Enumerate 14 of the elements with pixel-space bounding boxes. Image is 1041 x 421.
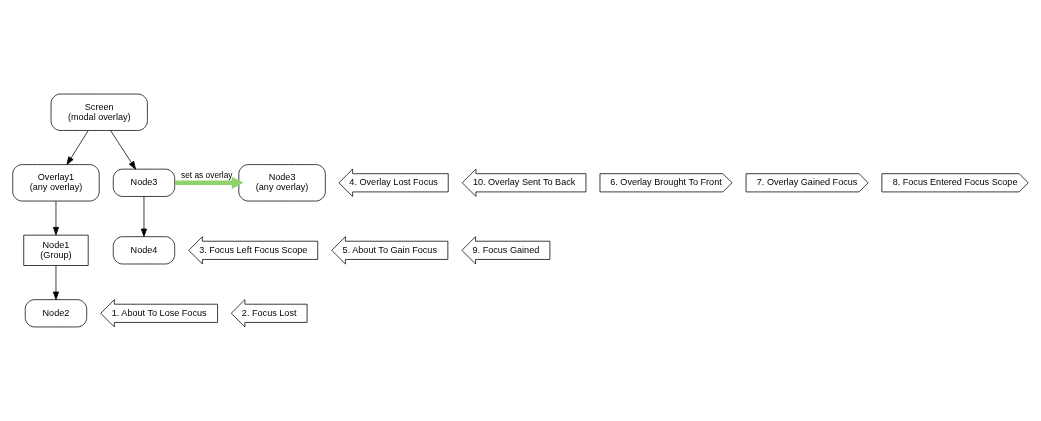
node-box: Node1 (Group) xyxy=(23,234,89,266)
arrow xyxy=(110,130,136,170)
arrow xyxy=(52,200,59,236)
node-box: Node4 xyxy=(112,236,176,265)
arrow xyxy=(140,196,147,237)
node-box: Screen (modal overlay) xyxy=(50,93,148,131)
node-box: Node2 xyxy=(24,299,88,328)
arrow xyxy=(174,176,244,189)
arrow xyxy=(66,130,89,165)
node-box: Overlay1 (any overlay) xyxy=(12,164,100,202)
arrow xyxy=(52,265,59,300)
edge-label: set as overlay xyxy=(181,170,233,181)
node-box: Node3 xyxy=(112,168,176,197)
node-box: Node3 (any overlay) xyxy=(238,164,326,202)
